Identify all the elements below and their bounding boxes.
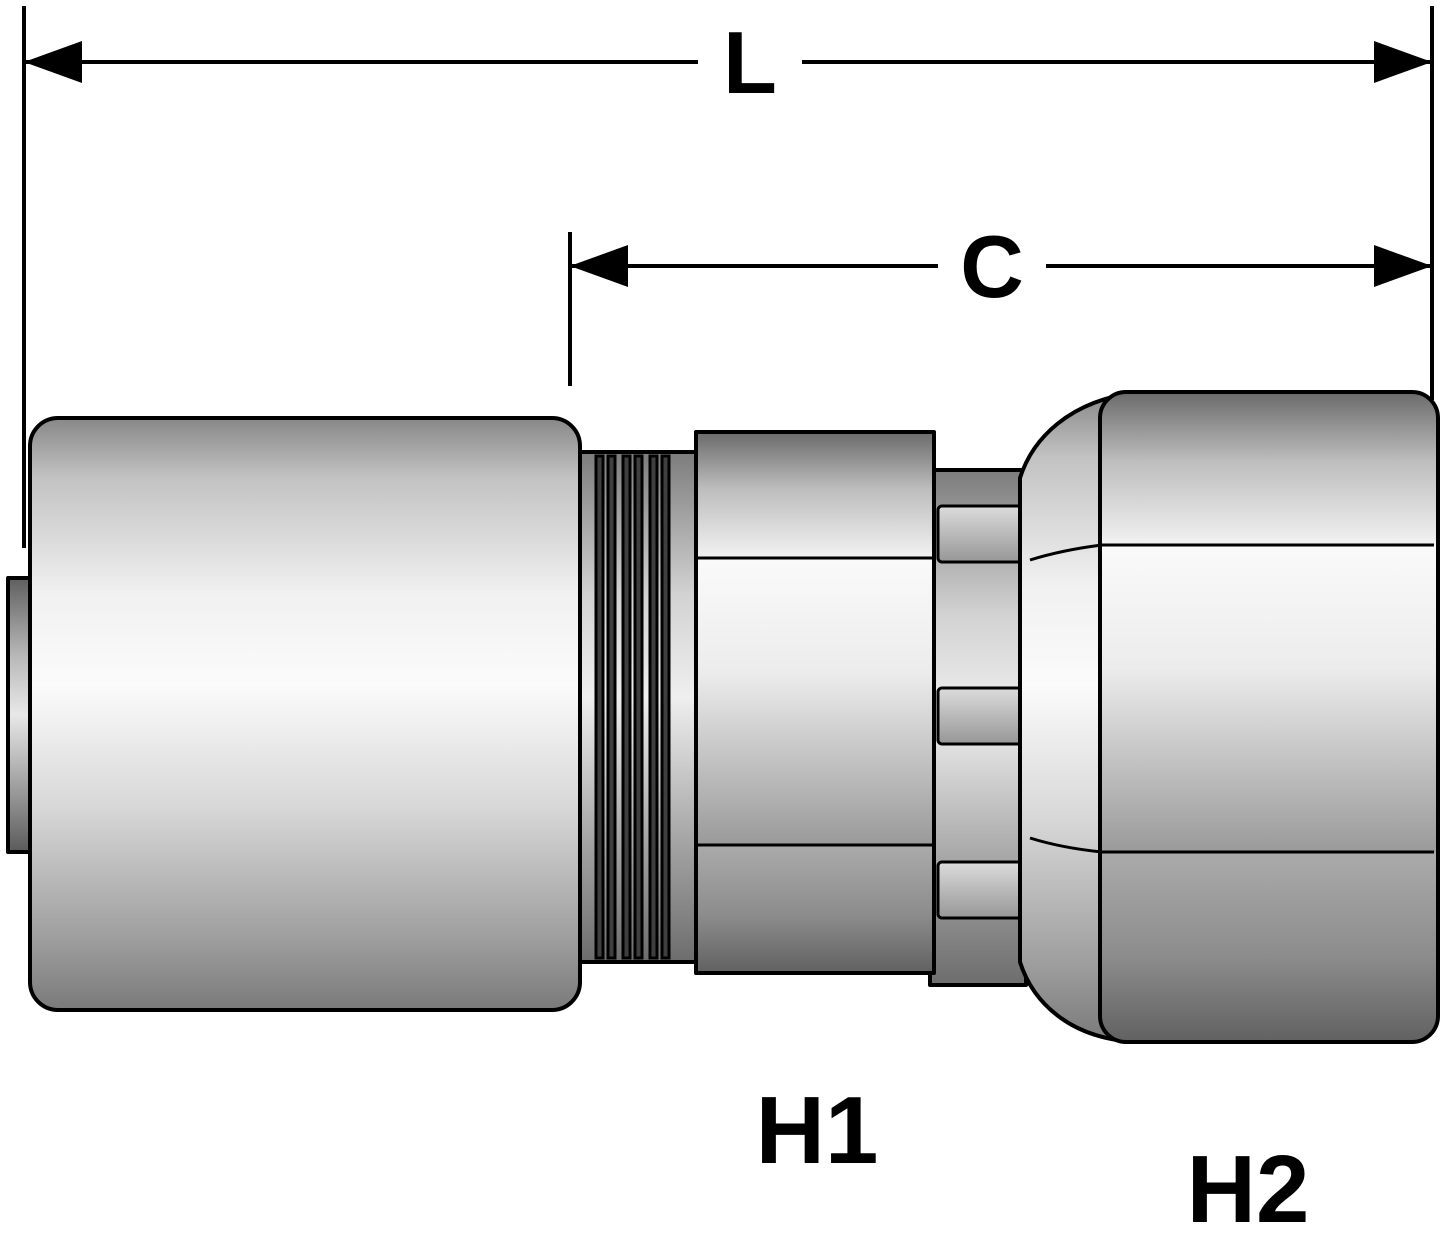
hex-nut-h1 bbox=[694, 430, 936, 975]
crimp-ferrule bbox=[28, 416, 582, 1012]
collar-tooth bbox=[936, 860, 1026, 920]
groove-line bbox=[594, 454, 605, 960]
dimension-overall-length: L bbox=[22, 6, 1434, 548]
collar-teeth bbox=[936, 504, 1026, 920]
h2-outline bbox=[1098, 390, 1440, 1044]
h1-facet-top bbox=[696, 432, 934, 558]
h1-facet-bottom bbox=[696, 845, 934, 973]
h2-facet-top bbox=[1100, 392, 1438, 545]
label-hex-h1: H1 bbox=[756, 1077, 879, 1184]
crimp-grooves bbox=[594, 454, 671, 960]
groove-line bbox=[606, 454, 617, 960]
h1-facet-middle bbox=[696, 558, 934, 845]
c-arrowhead-right-icon bbox=[1374, 245, 1432, 287]
dimension-cutoff-length: C bbox=[568, 217, 1432, 386]
c-arrowhead-left-icon bbox=[570, 245, 628, 287]
hex-nut-h2 bbox=[1029, 390, 1440, 1044]
groove-line bbox=[648, 454, 659, 960]
l-arrowhead-right-icon bbox=[1374, 41, 1432, 83]
h2-facet-middle bbox=[1100, 545, 1438, 852]
h1-outline bbox=[694, 430, 936, 975]
label-hex-h2: H2 bbox=[1187, 1136, 1310, 1239]
label-overall-length: L bbox=[723, 13, 777, 112]
groove-line bbox=[633, 454, 644, 960]
groove-line bbox=[660, 454, 671, 960]
groove-line bbox=[621, 454, 632, 960]
fitting-body bbox=[6, 390, 1440, 1044]
h2-facet-bottom bbox=[1100, 852, 1438, 1042]
collar-tooth bbox=[936, 686, 1026, 746]
label-cutoff-length: C bbox=[960, 217, 1024, 316]
l-arrowhead-left-icon bbox=[24, 41, 82, 83]
collar-tooth bbox=[936, 504, 1026, 564]
